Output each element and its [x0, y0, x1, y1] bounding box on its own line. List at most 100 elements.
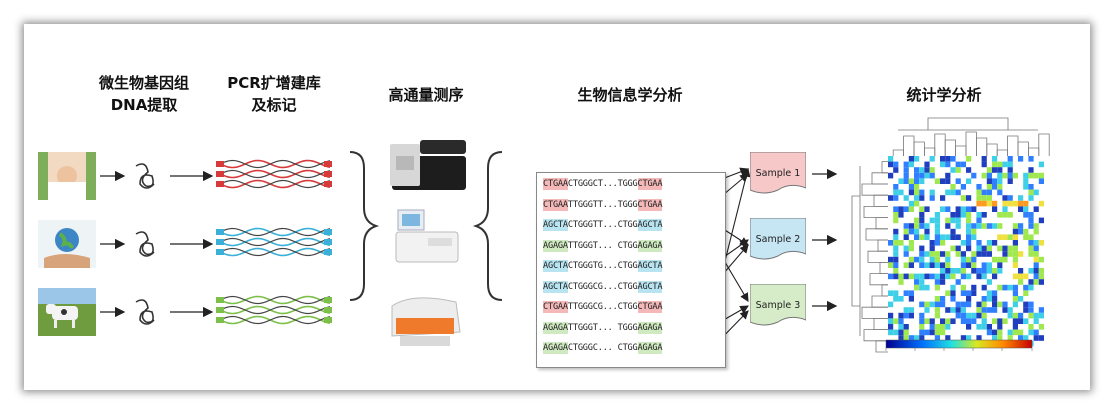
heatmap-cell	[919, 167, 925, 173]
heatmap-cell	[945, 206, 951, 212]
dendro-branch	[863, 206, 888, 218]
heatmap-cell	[919, 251, 925, 257]
heatmap-cell	[1028, 324, 1034, 330]
heatmap-cell	[981, 172, 987, 179]
heatmap-cell	[986, 329, 992, 336]
heatmap-cell	[934, 312, 940, 319]
heatmap-cell	[960, 161, 966, 168]
heatmap-cell	[986, 167, 992, 173]
heatmap-cell	[940, 296, 946, 302]
dendro-branch	[934, 133, 946, 156]
primer-tag	[324, 307, 332, 313]
heatmap-cell	[1028, 329, 1034, 336]
dendro-branch	[871, 295, 888, 308]
heatmap-cell	[986, 195, 992, 201]
heatmap-cell	[992, 256, 998, 263]
heatmap-cell	[903, 324, 909, 330]
heatmap-cell	[903, 307, 909, 313]
heatmap-cell	[919, 172, 925, 179]
heatmap-cell	[997, 223, 1003, 229]
primer-tag	[216, 171, 224, 177]
heatmap-cell	[976, 324, 982, 330]
heatmap-cell	[914, 273, 920, 280]
heatmap-cell	[992, 223, 998, 229]
heatmap-cell	[950, 212, 956, 218]
heatmap-cell	[908, 156, 914, 162]
heatmap-cell	[986, 290, 992, 296]
heatmap-cell	[955, 234, 961, 240]
heatmap-cell	[1012, 223, 1018, 229]
heatmap-cell	[1018, 318, 1024, 324]
heatmap-cell	[929, 195, 935, 201]
heatmap-cell	[893, 234, 899, 240]
heatmap-cell	[1007, 156, 1013, 162]
heatmap-cell	[1002, 251, 1008, 257]
heatmap-cell	[919, 262, 925, 268]
heatmap-cell	[1033, 228, 1039, 235]
heatmap-cell	[1023, 307, 1029, 313]
dendro-branch	[986, 143, 998, 156]
heatmap-cell	[960, 212, 966, 218]
heatmap-cell	[903, 223, 909, 229]
heatmap-cell	[908, 223, 914, 229]
heatmap-cell	[966, 245, 972, 252]
barcode-right: CTGAA	[637, 301, 663, 313]
heatmap-cell	[903, 228, 909, 235]
dendro-branch	[879, 262, 888, 274]
heatmap-cell	[1002, 318, 1008, 324]
heatmap-cell	[1012, 290, 1018, 296]
heatmap-cell	[992, 240, 998, 246]
heatmap-cell	[1028, 234, 1034, 240]
dna-strand	[219, 295, 331, 305]
heatmap-cell	[934, 324, 940, 330]
heatmap-cell	[914, 195, 920, 201]
dendro-branch	[1028, 147, 1040, 156]
heatmap-cell	[960, 335, 966, 341]
heatmap-cell	[924, 284, 930, 291]
heatmap-cell	[893, 206, 899, 212]
heatmap-cell	[929, 251, 935, 257]
heatmap-cell	[908, 256, 914, 263]
heatmap-cell	[919, 178, 925, 184]
sample-3: Sample 3	[750, 284, 806, 326]
heatmap-cell	[960, 290, 966, 296]
sequence-row: AGCTACTGGGTG...CTGGAGCTA	[543, 260, 663, 272]
heatmap-cell	[898, 212, 904, 218]
heatmap-cell	[976, 189, 982, 196]
heatmap-cell	[924, 329, 930, 336]
dendro-branch	[881, 161, 888, 174]
barcode-right: AGCTA	[637, 260, 663, 272]
heatmap-cell	[966, 195, 972, 201]
heatmap-cell	[955, 245, 961, 252]
dna-strand	[219, 159, 331, 169]
heatmap-cell	[1012, 329, 1018, 336]
heatmap-cell	[898, 312, 904, 319]
heatmap-cell	[903, 329, 909, 336]
heatmap-cell	[992, 335, 998, 341]
heatmap-cell	[934, 307, 940, 313]
heatmap-cell	[1007, 161, 1013, 168]
dendro-branch	[873, 194, 888, 207]
heatmap-cell	[986, 296, 992, 302]
heatmap-cell	[1012, 256, 1018, 263]
heatmap-cell	[903, 262, 909, 268]
heatmap-cell	[1007, 307, 1013, 313]
heatmap-cell	[914, 279, 920, 285]
heatmap-cell	[1007, 245, 1013, 252]
heatmap-cell	[1002, 245, 1008, 252]
heatmap-cell	[981, 318, 987, 324]
heatmap-cell	[919, 273, 925, 280]
heatmap-cell	[934, 212, 940, 218]
heatmap-cell	[1012, 245, 1018, 252]
heatmap-cell	[914, 189, 920, 196]
primer-tag	[324, 249, 332, 255]
dendro-branch	[996, 149, 1008, 156]
heatmap-cell	[966, 167, 972, 173]
brace	[349, 151, 380, 301]
dendro-branch	[881, 284, 888, 297]
heatmap-cell	[924, 251, 930, 257]
heatmap-cell	[1018, 273, 1024, 280]
heatmap-cell	[1038, 268, 1044, 274]
heatmap-cell	[971, 312, 977, 319]
